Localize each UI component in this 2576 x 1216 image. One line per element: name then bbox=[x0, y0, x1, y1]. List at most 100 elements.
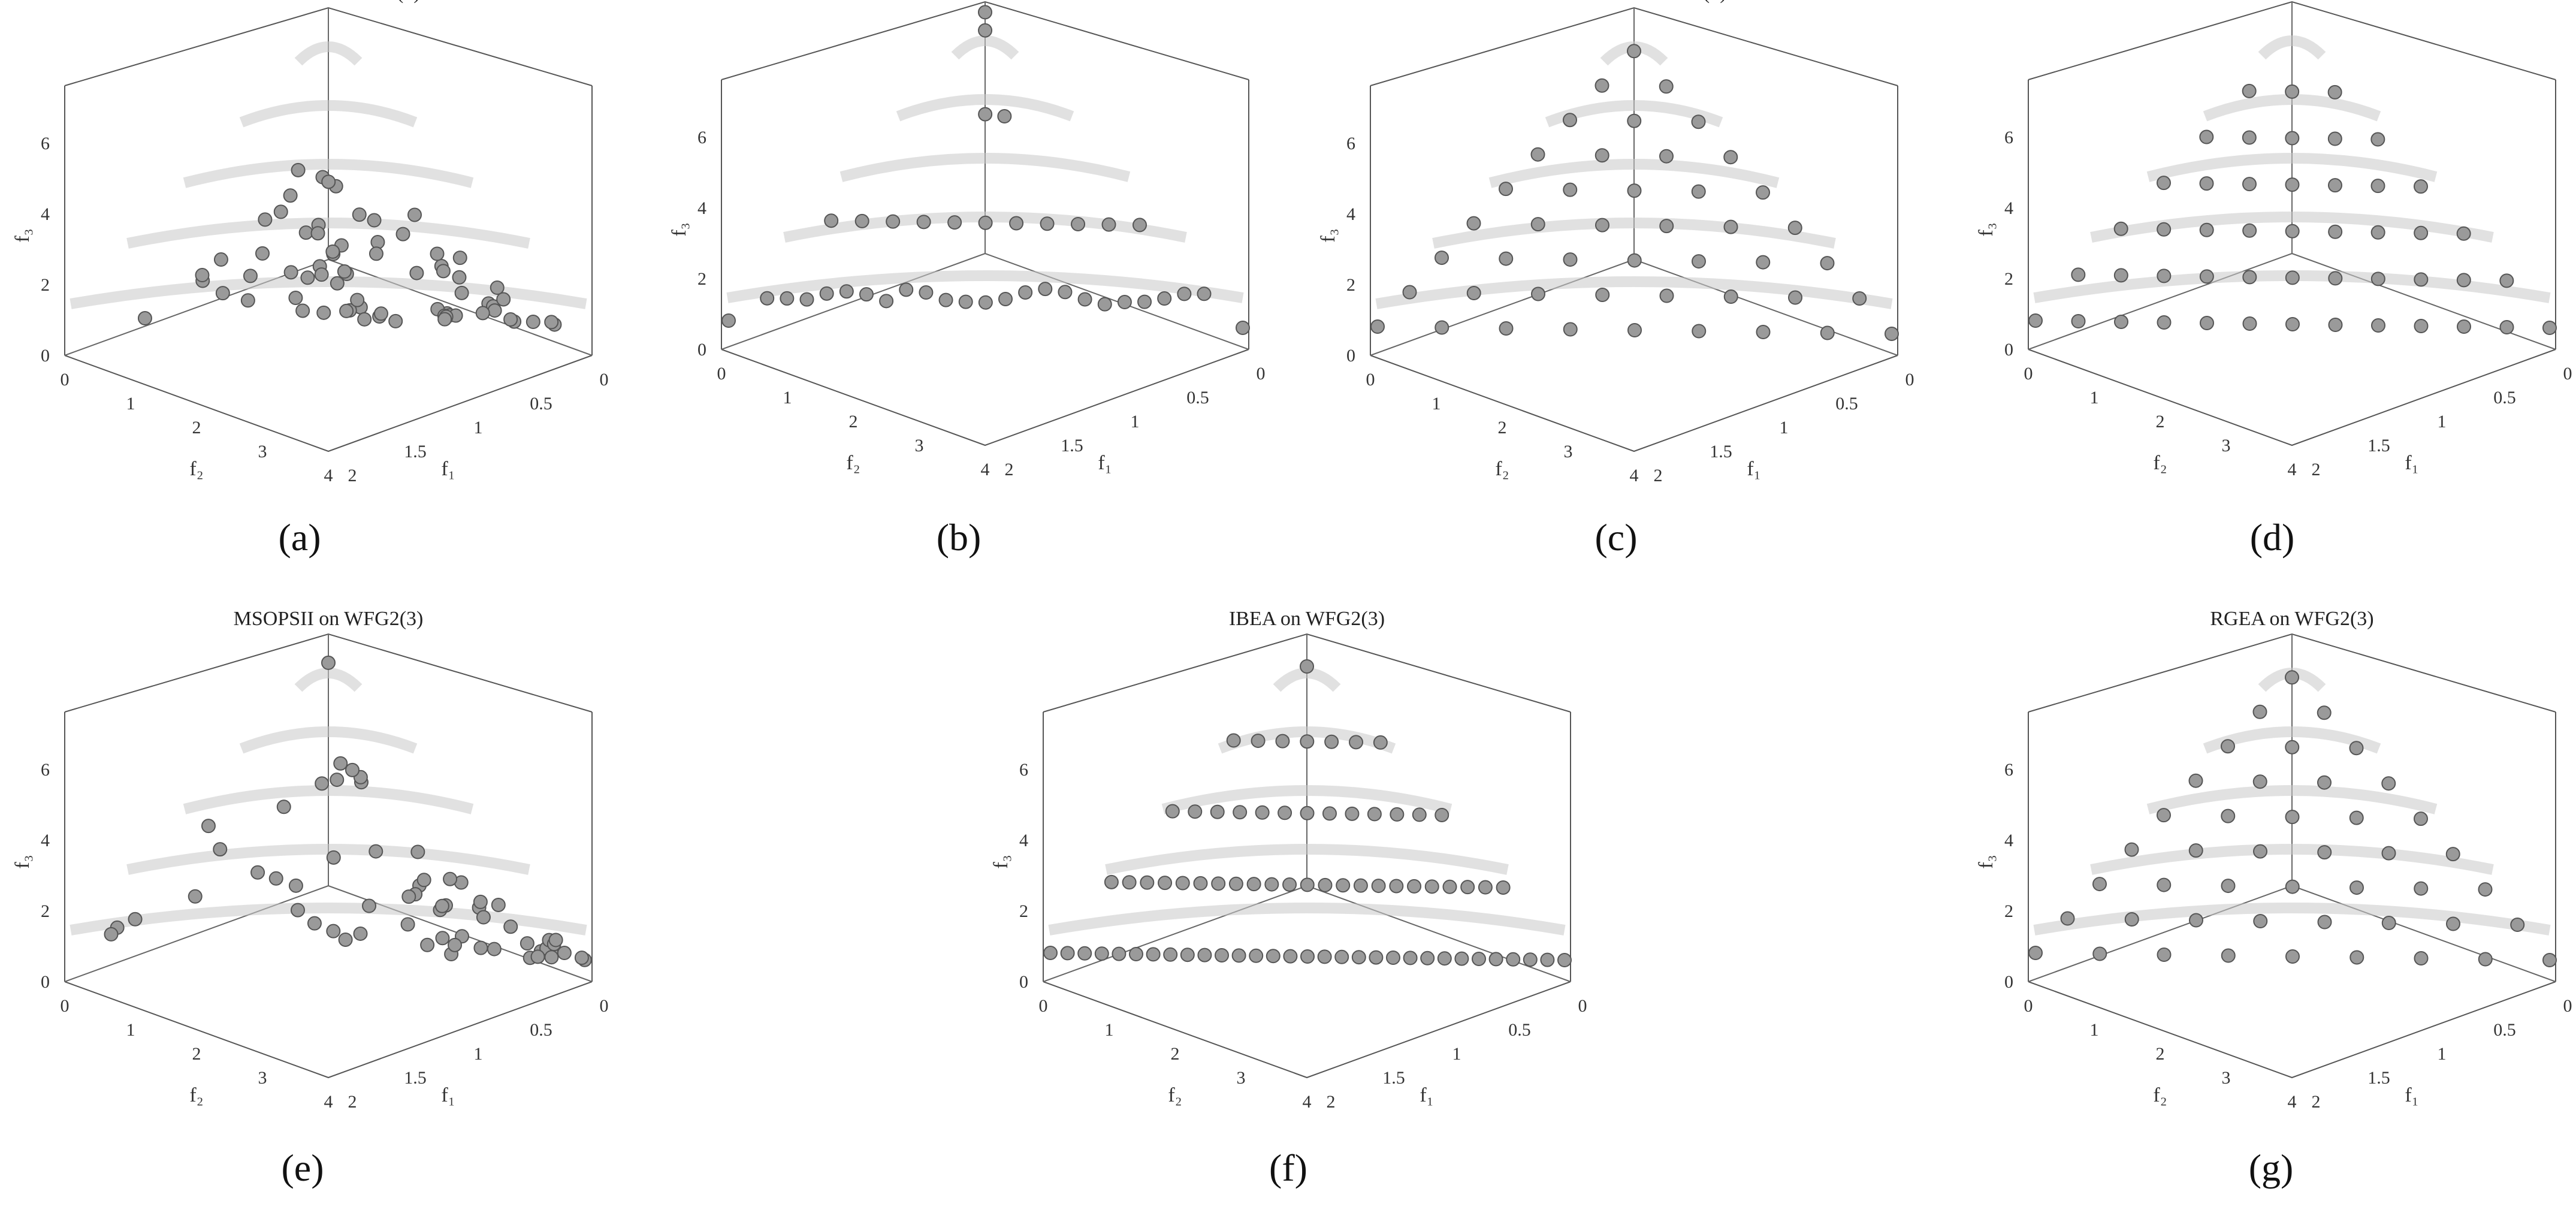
data-point bbox=[1460, 880, 1475, 895]
data-point bbox=[1402, 285, 1417, 300]
data-point bbox=[530, 949, 545, 964]
f3-axis-label: f₃ bbox=[1975, 222, 1997, 236]
f1-tick-label: 2 bbox=[1327, 1092, 1336, 1112]
data-point bbox=[1424, 879, 1439, 894]
data-point bbox=[215, 286, 230, 301]
data-point bbox=[1255, 805, 1270, 820]
data-point bbox=[544, 950, 559, 965]
reference-surface-band bbox=[1375, 276, 1893, 309]
f1-axis-line bbox=[328, 259, 593, 356]
data-point bbox=[1188, 804, 1203, 819]
data-point bbox=[1506, 952, 1521, 967]
data-point bbox=[1282, 877, 1297, 892]
data-point bbox=[288, 291, 303, 306]
data-point bbox=[367, 213, 382, 228]
data-point bbox=[1403, 951, 1418, 965]
f3-tick-label: 4 bbox=[2004, 831, 2013, 850]
data-point bbox=[2285, 810, 2300, 825]
data-point bbox=[2317, 915, 2332, 930]
axis-box-bottom bbox=[2028, 349, 2556, 446]
data-point bbox=[574, 951, 589, 965]
data-point bbox=[1499, 251, 1514, 266]
f2-tick-label: 0 bbox=[1366, 370, 1375, 390]
data-point bbox=[137, 311, 152, 326]
reference-surface-band bbox=[951, 35, 1019, 60]
f2-tick-label: 1 bbox=[783, 388, 792, 408]
data-point bbox=[2285, 84, 2300, 99]
data-point bbox=[321, 174, 336, 189]
f3-axis-label: f₃ bbox=[668, 222, 690, 236]
f1-axis-line bbox=[1306, 885, 1571, 982]
data-point bbox=[1488, 952, 1503, 967]
reference-surface-band bbox=[126, 218, 530, 249]
data-point bbox=[1756, 185, 1770, 200]
data-point bbox=[2124, 912, 2139, 927]
data-point bbox=[886, 214, 901, 229]
data-point bbox=[400, 917, 415, 932]
data-point bbox=[2285, 177, 2300, 192]
f2-tick-label: 1 bbox=[2090, 1020, 2099, 1040]
reference-surface-band bbox=[294, 668, 363, 692]
data-point bbox=[1324, 734, 1339, 749]
data-point bbox=[1211, 876, 1226, 891]
data-point bbox=[2285, 879, 2300, 894]
reference-surface-band bbox=[294, 41, 363, 66]
data-point bbox=[195, 268, 210, 283]
reference-surface-band bbox=[183, 785, 474, 814]
f1-tick-label: 0 bbox=[600, 370, 609, 390]
f2-tick-label: 3 bbox=[1564, 442, 1573, 461]
reference-surface-band bbox=[70, 276, 587, 309]
f1-tick-label: 0.5 bbox=[530, 394, 552, 414]
data-point bbox=[998, 292, 1013, 307]
data-point bbox=[1322, 806, 1337, 821]
data-point bbox=[978, 215, 993, 230]
f1-axis-line bbox=[1633, 259, 1898, 356]
panel-caption: (e) bbox=[281, 1146, 324, 1189]
data-point bbox=[1499, 182, 1513, 197]
f2-axis-line bbox=[721, 253, 986, 350]
data-point bbox=[1367, 807, 1382, 822]
f2-tick-label: 1 bbox=[1105, 1020, 1114, 1040]
data-point bbox=[1318, 877, 1333, 892]
f1-axis-label: f₁ bbox=[2405, 1084, 2418, 1106]
data-point bbox=[1197, 948, 1212, 962]
data-point bbox=[307, 916, 322, 931]
f2-tick-label: 0 bbox=[2024, 996, 2033, 1016]
data-point bbox=[1407, 879, 1422, 894]
f1-axis-label: f₁ bbox=[1098, 452, 1112, 474]
reference-surface-band bbox=[70, 903, 587, 936]
data-point bbox=[2414, 179, 2428, 194]
data-point bbox=[2242, 316, 2257, 331]
data-point bbox=[407, 207, 422, 222]
data-point bbox=[1435, 320, 1449, 335]
data-point bbox=[188, 889, 203, 904]
f2-tick-label: 0 bbox=[717, 364, 726, 384]
f1-tick-label: 1 bbox=[474, 418, 483, 437]
data-point bbox=[1594, 78, 1609, 93]
f2-axis-label: f₂ bbox=[189, 458, 203, 480]
data-point bbox=[1140, 875, 1155, 890]
f2-tick-label: 1 bbox=[126, 394, 135, 414]
data-point bbox=[1163, 947, 1178, 962]
data-point bbox=[2285, 131, 2300, 146]
data-point bbox=[373, 306, 388, 321]
data-point bbox=[520, 936, 534, 951]
reference-surface-band bbox=[1432, 218, 1836, 249]
f1-axis-label: f₁ bbox=[2405, 452, 2418, 474]
axis-box-bottom bbox=[721, 349, 1249, 446]
data-point bbox=[1386, 951, 1400, 965]
panel-caption: (f) bbox=[1269, 1146, 1307, 1189]
data-point bbox=[1233, 805, 1248, 820]
data-point bbox=[283, 188, 298, 203]
data-point bbox=[2188, 773, 2203, 788]
data-point bbox=[350, 292, 365, 307]
panel-caption: (a) bbox=[278, 516, 321, 559]
data-point bbox=[1249, 948, 1264, 963]
data-point bbox=[2371, 318, 2385, 333]
data-point bbox=[276, 799, 291, 814]
data-point bbox=[1300, 877, 1315, 892]
